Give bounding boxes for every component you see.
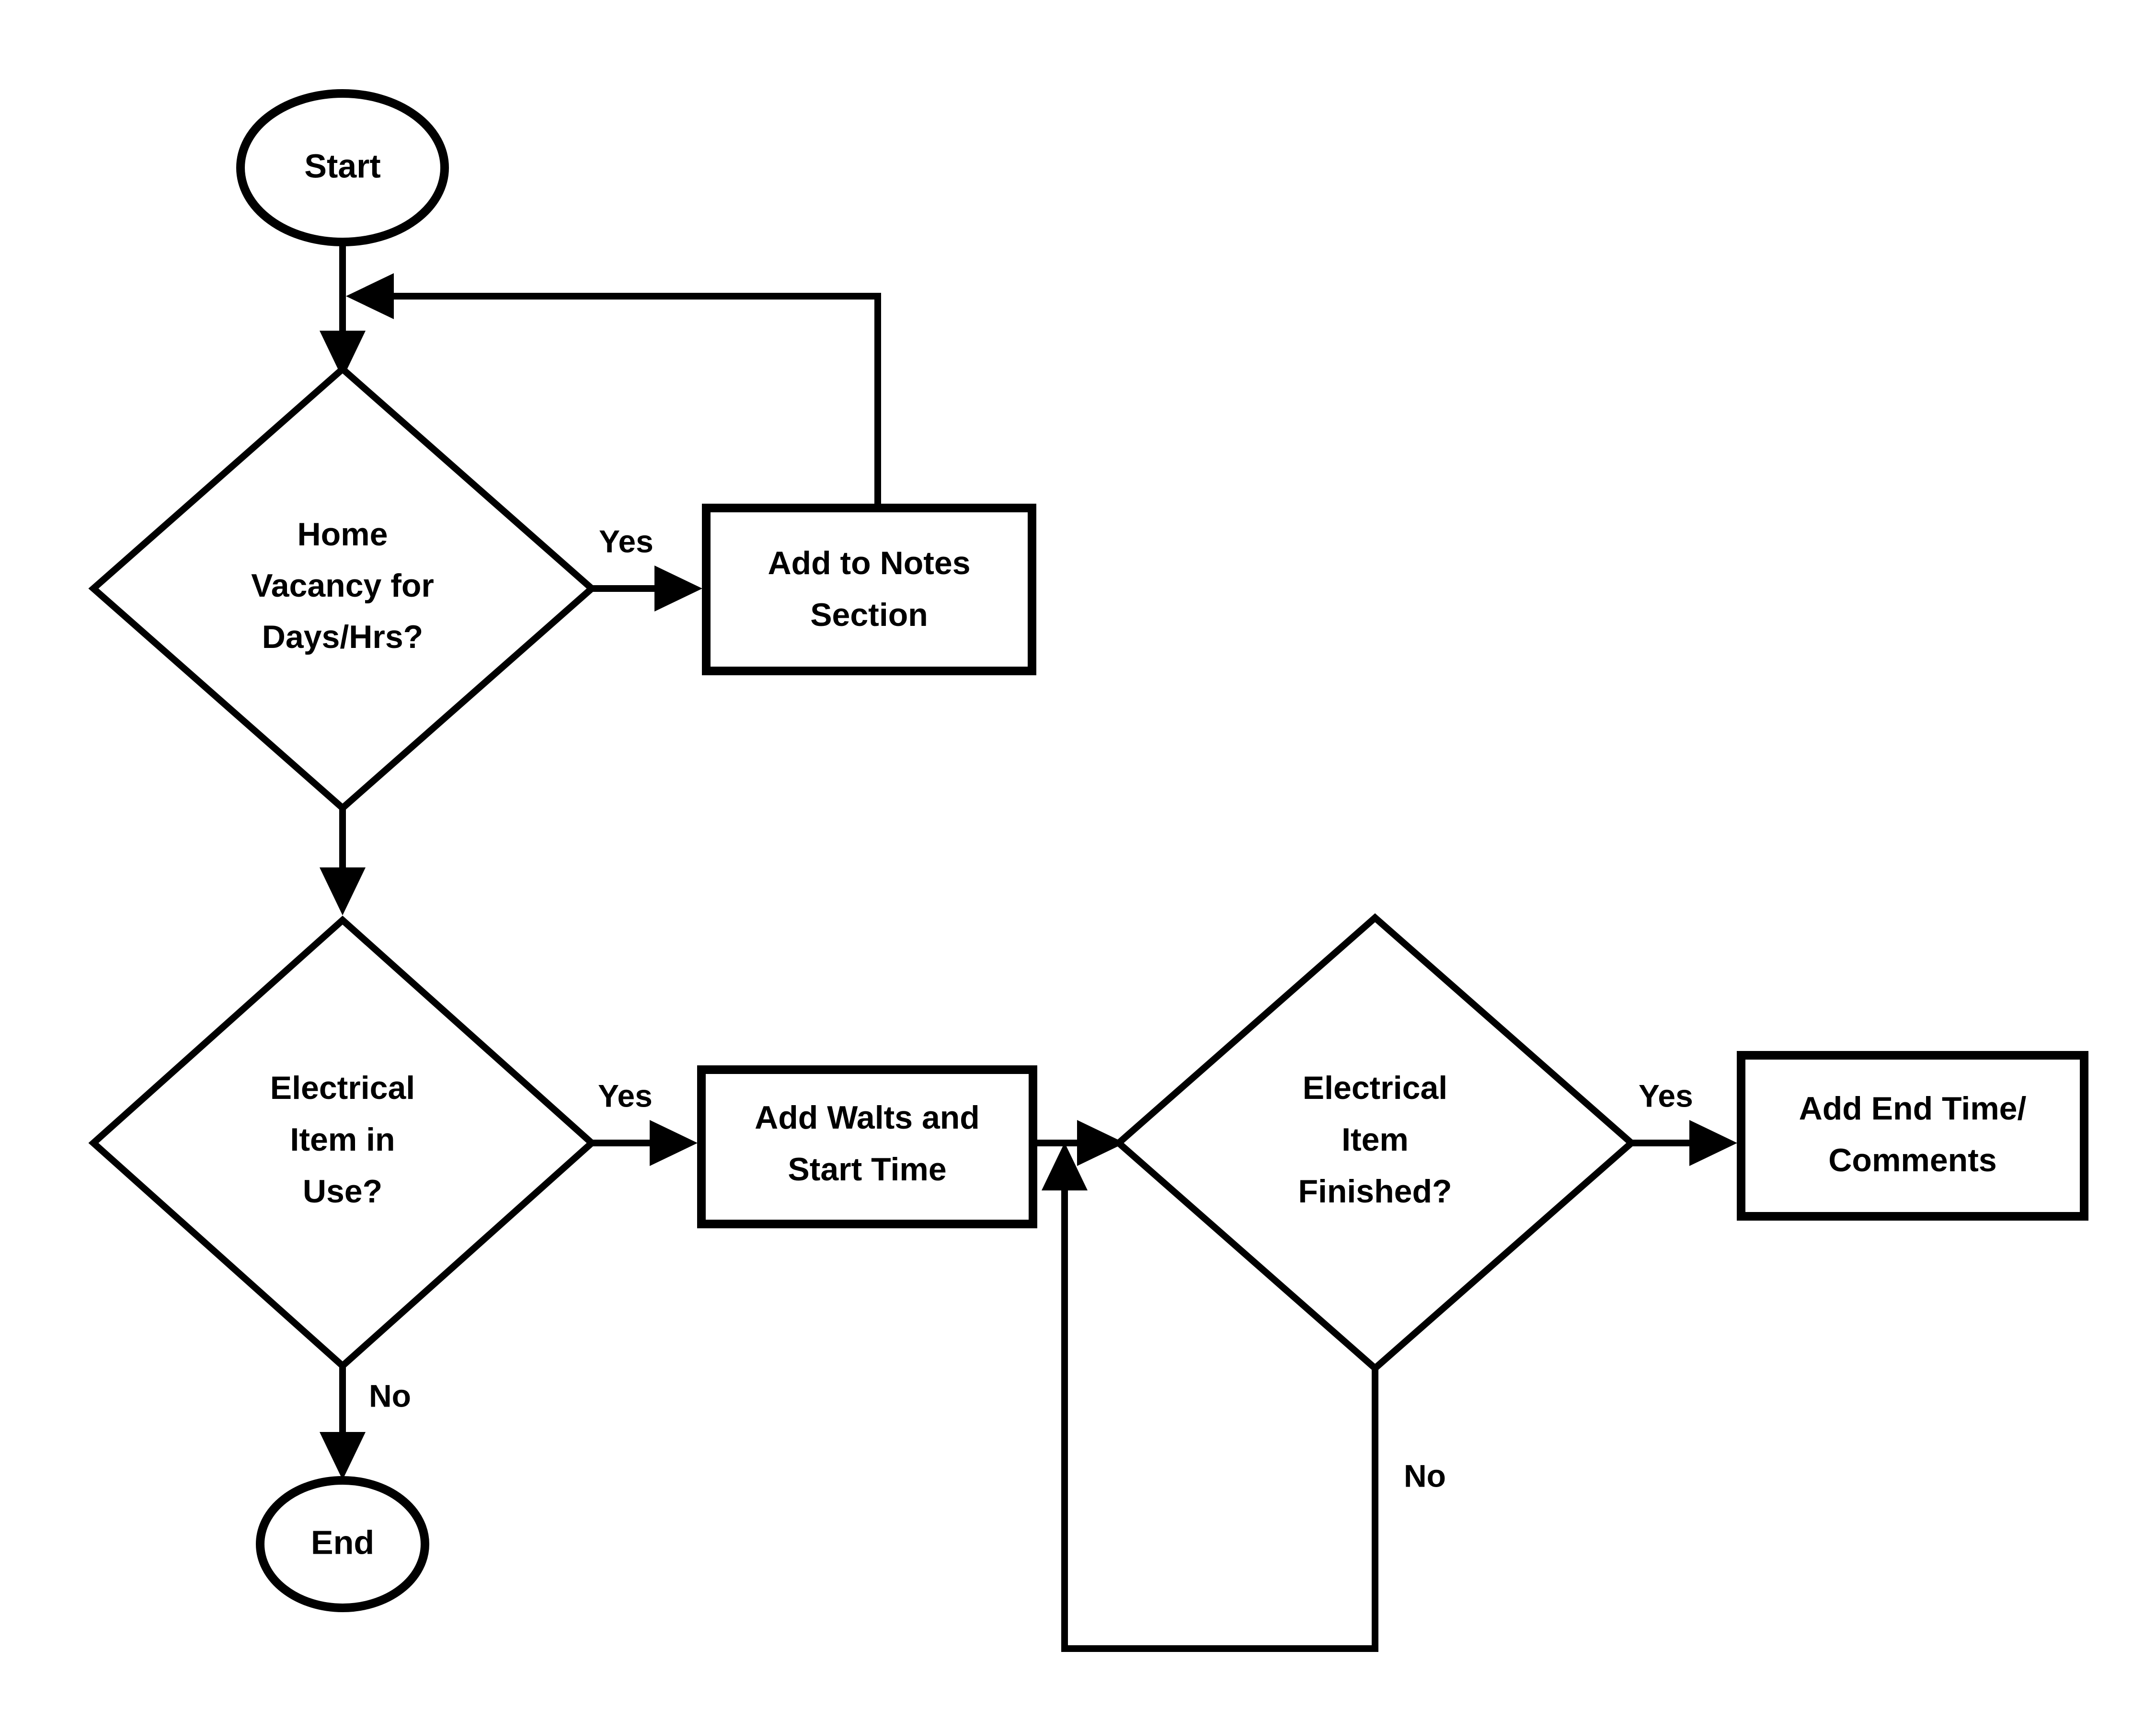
- electrical-finished-label-line3: Finished?: [1298, 1173, 1452, 1210]
- node-add-end-time-process[interactable]: Add End Time/ Comments: [1737, 1051, 2088, 1221]
- node-add-walts-process[interactable]: Add Walts and Start Time: [697, 1065, 1037, 1228]
- home-vacancy-label-line3: Days/Hrs?: [262, 619, 423, 655]
- edge-in-use-no-to-end: [320, 1366, 366, 1480]
- end-ellipse[interactable]: [256, 1476, 429, 1612]
- start-label: Start: [304, 147, 380, 185]
- edge-label-vacancy-yes: Yes: [599, 523, 654, 559]
- home-vacancy-label-line2: Vacancy for: [251, 567, 434, 604]
- electrical-in-use-diamond[interactable]: [88, 915, 597, 1371]
- edge-label-in-use-yes: Yes: [598, 1078, 653, 1113]
- home-vacancy-diamond[interactable]: [88, 364, 597, 813]
- end-label: End: [311, 1524, 374, 1561]
- start-ellipse[interactable]: [236, 89, 449, 246]
- node-add-notes-process[interactable]: Add to Notes Section: [702, 504, 1036, 675]
- node-home-vacancy-decision[interactable]: Home Vacancy for Days/Hrs?: [88, 364, 597, 813]
- edge-notes-back-to-vacancy: [346, 273, 881, 506]
- add-walts-label-line1: Add Walts and: [755, 1099, 980, 1136]
- electrical-finished-label-line1: Electrical: [1303, 1070, 1447, 1106]
- add-end-time-label-line1: Add End Time/: [1799, 1090, 2027, 1127]
- electrical-in-use-label-line1: Electrical: [270, 1070, 415, 1106]
- add-end-time-rect[interactable]: [1737, 1051, 2088, 1221]
- edge-label-finished-yes: Yes: [1639, 1078, 1693, 1113]
- add-notes-label-line1: Add to Notes: [768, 545, 970, 581]
- add-end-time-label-line2: Comments: [1828, 1142, 1996, 1178]
- edge-vacancy-to-in-use: [320, 806, 366, 915]
- edge-walts-to-finished: [1032, 1120, 1125, 1166]
- node-end[interactable]: End: [256, 1476, 429, 1612]
- electrical-in-use-label-line3: Use?: [303, 1173, 382, 1210]
- edge-label-finished-no: No: [1404, 1458, 1446, 1493]
- edge-finished-yes-to-end-time: [1631, 1120, 1737, 1166]
- edge-label-in-use-no: No: [369, 1378, 411, 1413]
- node-start[interactable]: Start: [236, 89, 449, 246]
- node-electrical-in-use-decision[interactable]: Electrical Item in Use?: [88, 915, 597, 1371]
- home-vacancy-label-line1: Home: [298, 516, 388, 553]
- edge-finished-no-loop: [1042, 1143, 1378, 1652]
- electrical-in-use-label-line2: Item in: [290, 1121, 395, 1158]
- electrical-finished-diamond[interactable]: [1113, 913, 1637, 1373]
- edge-start-to-vacancy: [320, 240, 366, 379]
- add-notes-rect[interactable]: [702, 504, 1036, 675]
- add-walts-rect[interactable]: [697, 1065, 1037, 1228]
- electrical-finished-label-line2: Item: [1342, 1121, 1409, 1158]
- node-electrical-finished-decision[interactable]: Electrical Item Finished?: [1113, 913, 1637, 1373]
- add-notes-label-line2: Section: [810, 597, 928, 633]
- edge-vacancy-yes-to-notes: [592, 566, 702, 612]
- add-walts-label-line2: Start Time: [788, 1151, 946, 1188]
- edge-in-use-yes-to-walts: [592, 1120, 698, 1166]
